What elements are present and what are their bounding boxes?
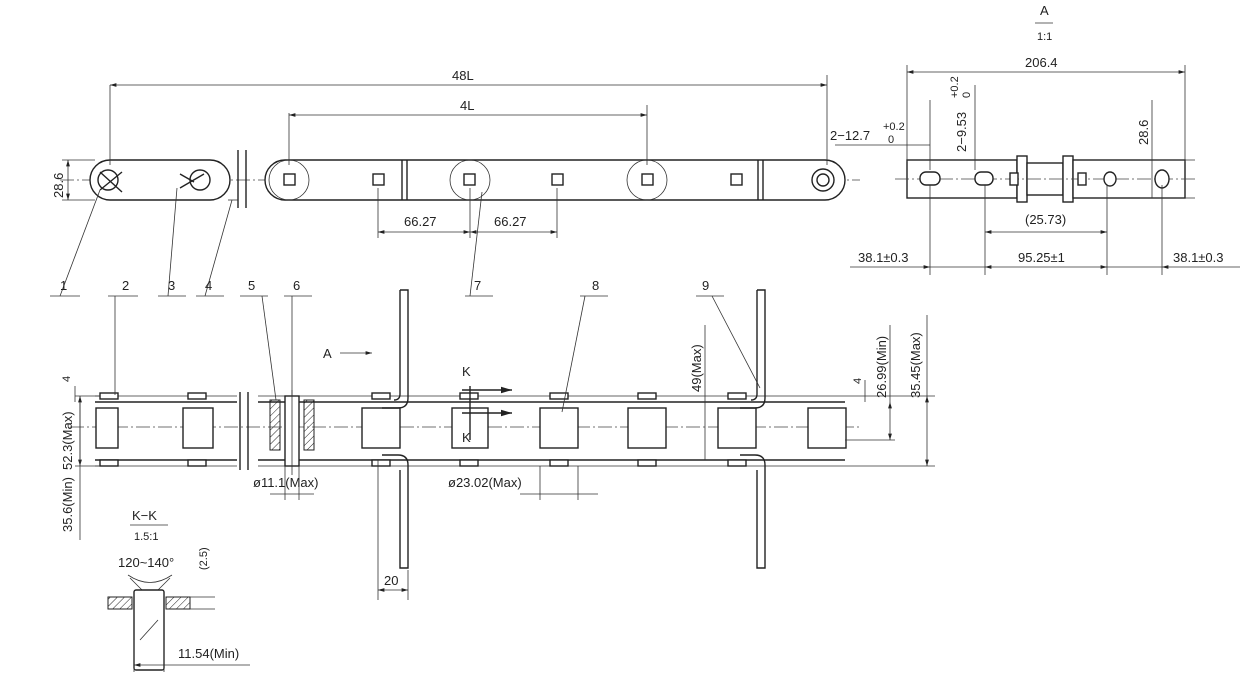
- dim-2-12-7-tol-lower: 0: [888, 134, 894, 146]
- pin-squares: [283, 173, 743, 186]
- dim-2-9-53: 2−9.53: [954, 112, 969, 152]
- dim-35-45: 35.45(Max): [908, 332, 923, 398]
- dim-28-6-section: 28.6: [1136, 120, 1151, 145]
- dim-28-6-top: 28.6: [51, 173, 66, 198]
- dim-95-25: 95.25±1: [1018, 250, 1065, 265]
- section-a-title: A: [1040, 3, 1049, 18]
- side-view: A K K 52.3(Max) 4 35.6(Min) 26.99(Min) 3…: [60, 289, 935, 600]
- balloon-6: 6: [293, 278, 300, 293]
- balloon-1: 1: [60, 278, 67, 293]
- dim-2-9-53-tol-lower: 0: [961, 92, 973, 98]
- dim-206-4: 206.4: [1025, 55, 1058, 70]
- section-a-scale: 1:1: [1037, 31, 1052, 43]
- balloon-7: 7: [474, 278, 481, 293]
- balloon-4: 4: [205, 278, 212, 293]
- dim-38-1-left: 38.1±0.3: [858, 250, 909, 265]
- dim-66-27-right: 66.27: [494, 214, 527, 229]
- dim-35-6: 35.6(Min): [60, 477, 75, 532]
- dim-4-right: 4: [852, 378, 864, 384]
- section-k-label-top: K: [462, 364, 471, 379]
- kk-angle: 120~140°: [118, 555, 174, 570]
- balloon-2: 2: [122, 278, 129, 293]
- dim-26-99: 26.99(Min): [874, 336, 889, 398]
- dim-4l: 4L: [460, 98, 474, 113]
- balloon-8: 8: [592, 278, 599, 293]
- section-a-view: A 1:1 206.4 2−12.7 +0.2 0 2−9.53 +0.2 0: [830, 3, 1240, 275]
- balloon-9: 9: [702, 278, 709, 293]
- section-k-label-bottom: K: [462, 430, 471, 445]
- dim-2-12-7-tol-upper: +0.2: [883, 121, 905, 133]
- pin-heads: [99, 392, 747, 467]
- dim-25-73: (25.73): [1025, 212, 1066, 227]
- kk-bore: 11.54(Min): [178, 646, 239, 661]
- top-view: 48L 4L 28.6 66.27 66.27: [51, 68, 860, 238]
- dim-4-left: 4: [61, 376, 73, 382]
- flights: [382, 289, 766, 569]
- dim-2-12-7: 2−12.7: [830, 128, 870, 143]
- view-a-label: A: [323, 346, 332, 361]
- dim-pin-dia: ø11.1(Max): [253, 475, 319, 490]
- dim-49: 49(Max): [689, 344, 704, 392]
- kk-title: K−K: [132, 508, 157, 523]
- detail-kk: K−K 1.5:1 120~140° (2.5) 11.54(Min): [107, 508, 250, 672]
- item-balloons: 1 2 3 4 5 6 7 8 9: [50, 187, 761, 413]
- balloon-5: 5: [248, 278, 255, 293]
- dim-roller-dia: ø23.02(Max): [448, 475, 522, 490]
- dim-48l: 48L: [452, 68, 474, 83]
- dim-20: 20: [384, 573, 398, 588]
- dim-2-9-53-tol-upper: +0.2: [949, 76, 961, 98]
- dim-38-1-right: 38.1±0.3: [1173, 250, 1224, 265]
- kk-depth: (2.5): [198, 547, 210, 570]
- balloon-3: 3: [168, 278, 175, 293]
- kk-scale: 1.5:1: [134, 531, 158, 543]
- rollers: [95, 407, 847, 449]
- dim-66-27-left: 66.27: [404, 214, 437, 229]
- dim-52-3: 52.3(Max): [60, 411, 75, 470]
